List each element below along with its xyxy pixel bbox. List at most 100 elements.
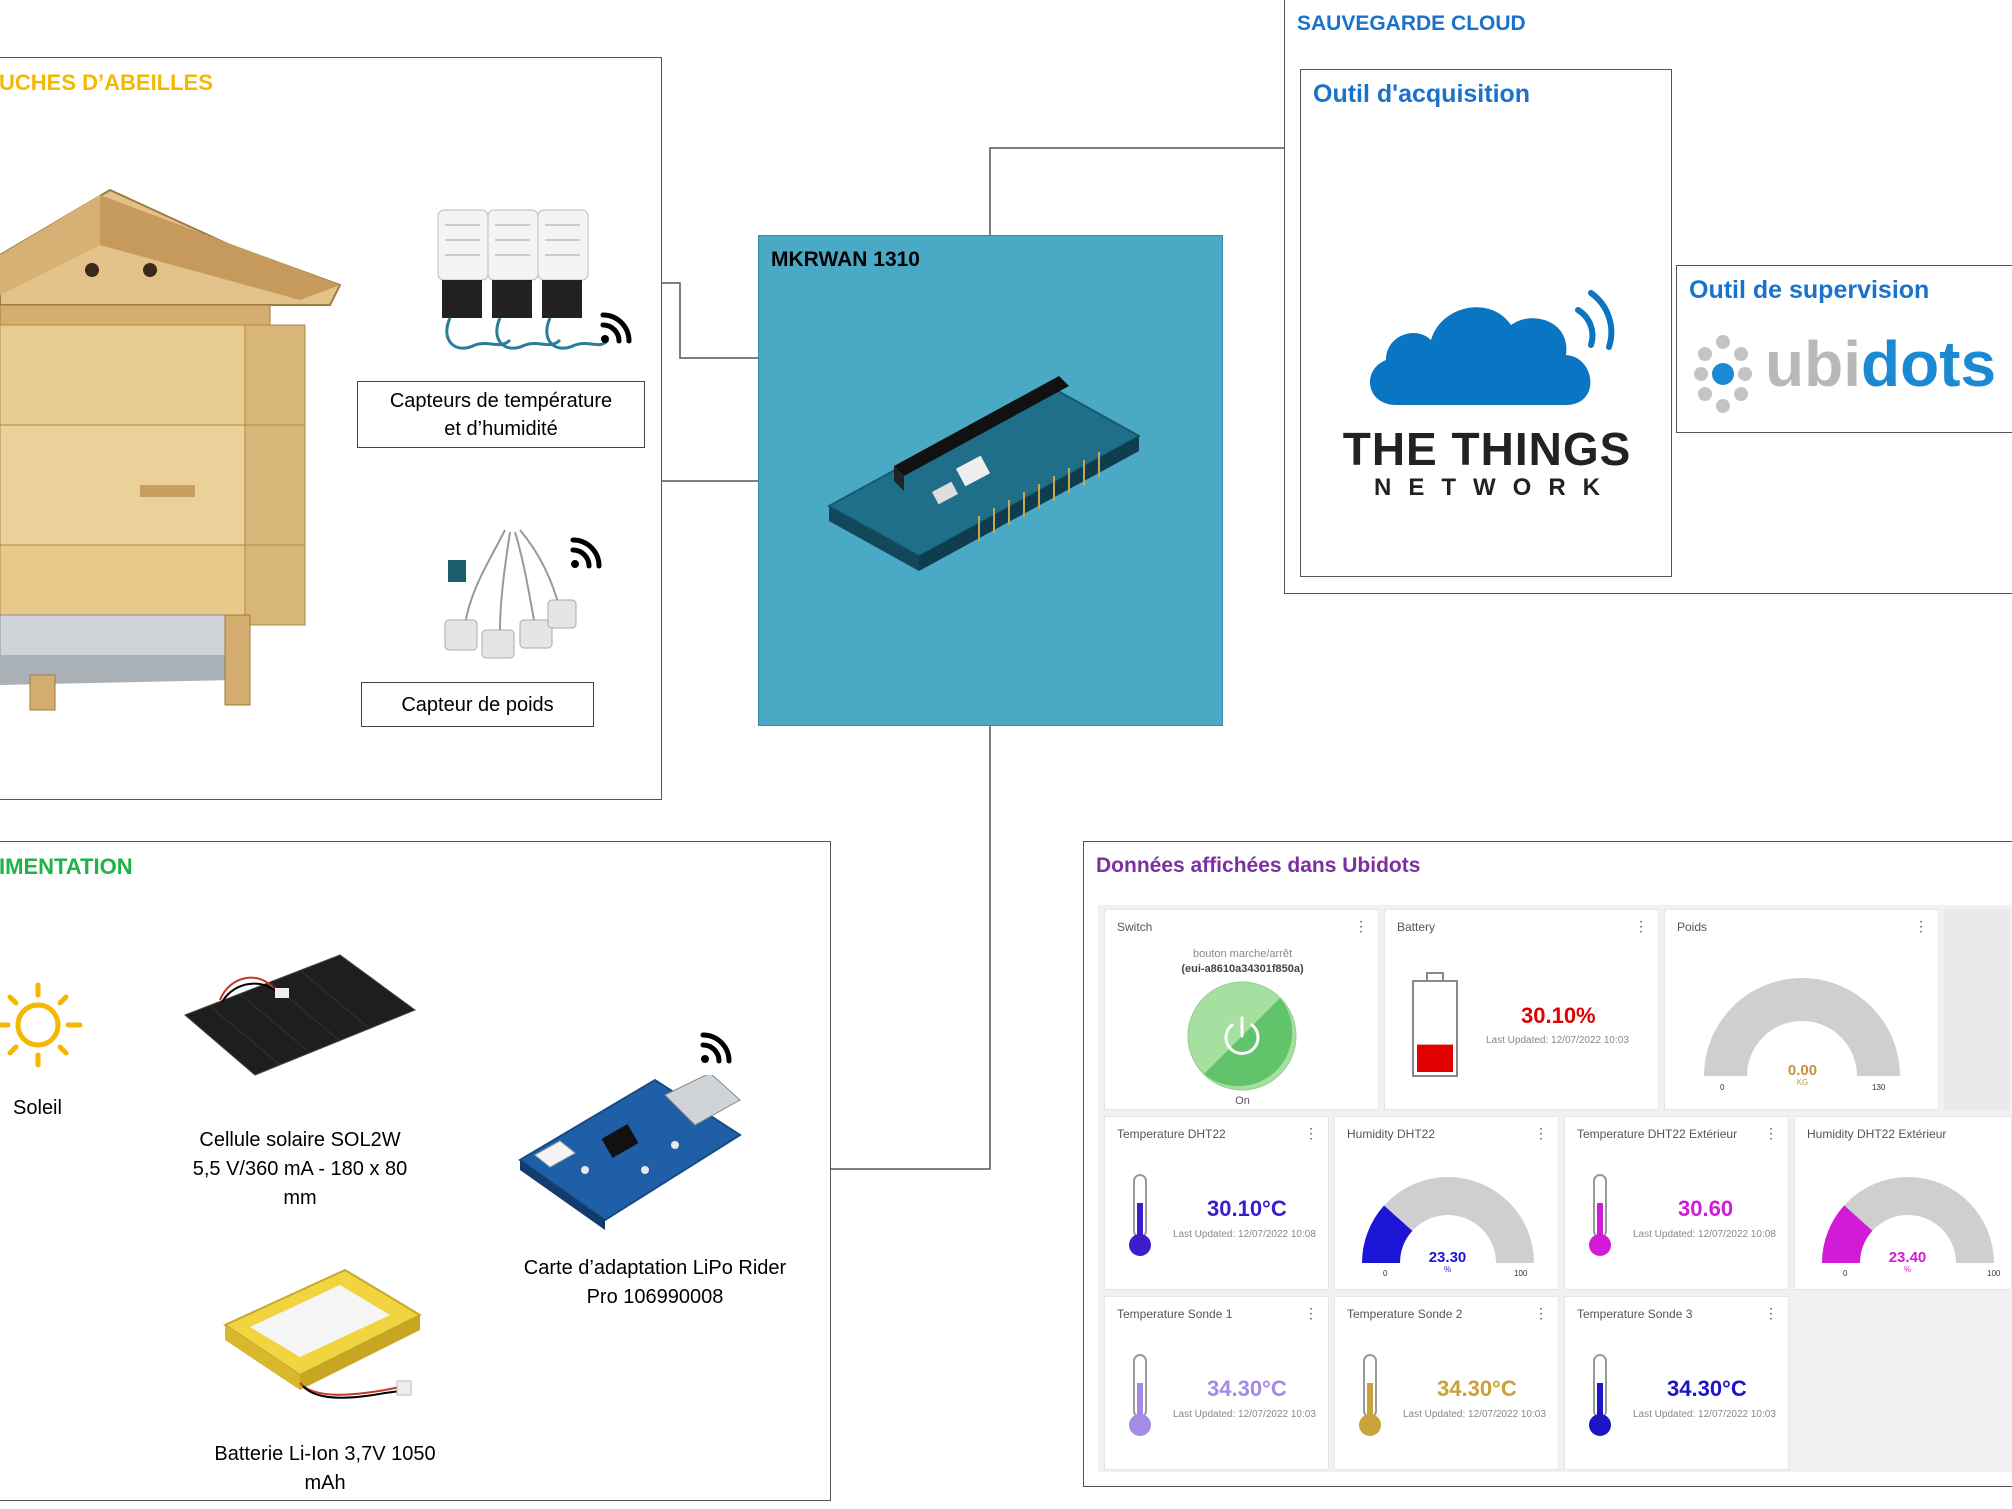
lipo-rider-caption-line1: Carte d’adaptation LiPo Rider [523, 1257, 787, 1279]
board-to-power-line [830, 725, 991, 1170]
solar-cell-image [184, 954, 417, 1076]
supervision-tool-box: Outil de supervision ubidots [1676, 265, 2012, 433]
ubidots-wordmark-dots: dots [1860, 328, 1997, 400]
sonde1-updated: Last Updated: 12/07/2022 10:03 [1173, 1409, 1316, 1420]
weight-sensor-caption-text: Capteur de poids [401, 693, 554, 716]
ttn-logo-line2: NETWORK [1374, 474, 1617, 501]
sun-icon [0, 982, 83, 1068]
temp-dht22-ext-updated: Last Updated: 12/07/2022 10:08 [1633, 1229, 1776, 1240]
supervision-tool-title: Outil de supervision [1689, 276, 1930, 304]
battery-image [222, 1268, 423, 1399]
solar-cell-caption-line1: Cellule solaire SOL2W [199, 1129, 401, 1151]
weight-sensor-image [444, 529, 577, 659]
hum-dht22-unit: % [1443, 1265, 1452, 1274]
sonde3-widget: Temperature Sonde 3 ⋮ 34.30°C Last Updat… [1564, 1296, 1789, 1470]
hum-dht22-menu-icon[interactable]: ⋮ [1534, 1125, 1548, 1141]
hum-dht22-min: 0 [1383, 1269, 1388, 1278]
temp-sensor-caption: Capteurs de température et d’humidité [357, 381, 645, 448]
acquisition-tool-title: Outil d'acquisition [1313, 80, 1531, 108]
thermometer-icon [1129, 1354, 1151, 1436]
hum-dht22-ext-gauge [1822, 1177, 1994, 1263]
switch-widget-menu-icon[interactable]: ⋮ [1354, 918, 1368, 934]
dashboard-grid: Switch ⋮ bouton marche/arrêt (eui-a8610a… [1098, 905, 2012, 1472]
temp-sensor-caption-line1: Capteurs de température [389, 389, 613, 412]
lipo-rider-caption-line2: Pro 106990008 [586, 1286, 724, 1308]
weight-widget: Poids ⋮ 0.00 KG 0 130 [1664, 909, 1939, 1110]
sonde2-menu-icon[interactable]: ⋮ [1534, 1305, 1548, 1321]
temp-dht22-updated: Last Updated: 12/07/2022 10:08 [1173, 1229, 1316, 1240]
battery-widget-updated: Last Updated: 12/07/2022 10:03 [1486, 1035, 1629, 1046]
temp-dht22-value: 30.10°C [1207, 1196, 1287, 1221]
weight-widget-max: 130 [1872, 1083, 1886, 1092]
battery-caption: Batterie Li-Ion 3,7V 1050 mAh [180, 1440, 470, 1498]
sonde3-menu-icon[interactable]: ⋮ [1764, 1305, 1778, 1321]
sun-caption: Soleil [13, 1097, 62, 1119]
mkrwan-board-title: MKRWAN 1310 [771, 248, 920, 271]
acquisition-tool-box: Outil d'acquisition THE THINGS NETWORK [1300, 69, 1672, 577]
hum-dht22-gauge [1362, 1177, 1534, 1263]
sonde2-updated: Last Updated: 12/07/2022 10:03 [1403, 1409, 1546, 1420]
switch-widget-device: (eui-a8610a34301f850a) [1181, 963, 1304, 975]
beehive-image [0, 188, 342, 711]
sonde1-menu-icon[interactable]: ⋮ [1304, 1305, 1318, 1321]
temp-dht22-ext-widget: Temperature DHT22 Extérieur ⋮ 30.60 Last… [1564, 1116, 1789, 1290]
switch-widget-title: Switch [1117, 920, 1153, 934]
sonde3-updated: Last Updated: 12/07/2022 10:03 [1633, 1409, 1776, 1420]
sonde1-widget: Temperature Sonde 1 ⋮ 34.30°C Last Updat… [1104, 1296, 1329, 1470]
solar-cell-caption: Cellule solaire SOL2W 5,5 V/360 mA - 180… [150, 1126, 450, 1213]
hum-dht22-ext-widget: Humidity DHT22 Extérieur 23.40 % 0 100 [1794, 1116, 2012, 1290]
sonde2-widget: Temperature Sonde 2 ⋮ 34.30°C Last Updat… [1334, 1296, 1559, 1470]
temp-wifi-icon [600, 312, 632, 344]
weight-sensor-caption: Capteur de poids [361, 682, 594, 727]
solar-cell-caption-line3: mm [283, 1187, 317, 1209]
mkrwan-board-panel: MKRWAN 1310 [758, 235, 1223, 726]
weight-widget-title: Poids [1677, 920, 1708, 934]
ttn-logo-line1: THE THINGS [1342, 423, 1632, 475]
sonde3-title: Temperature Sonde 3 [1577, 1307, 1693, 1321]
weight-widget-value: 0.00 [1787, 1062, 1818, 1079]
hum-dht22-title: Humidity DHT22 [1347, 1127, 1436, 1141]
temp-dht22-menu-icon[interactable]: ⋮ [1304, 1125, 1318, 1141]
mkrwan-board-image [826, 376, 1142, 571]
sonde2-value: 34.30°C [1437, 1376, 1517, 1401]
hives-section-title: UCHES D’ABEILLES [0, 70, 213, 95]
temp-dht22-widget: Temperature DHT22 ⋮ 30.10°C Last Updated… [1104, 1116, 1329, 1290]
ttn-cloud-icon [1369, 290, 1615, 405]
hum-dht22-ext-min: 0 [1843, 1269, 1848, 1278]
temp-dht22-title: Temperature DHT22 [1117, 1127, 1226, 1141]
switch-widget: Switch ⋮ bouton marche/arrêt (eui-a8610a… [1104, 909, 1379, 1110]
sonde2-title: Temperature Sonde 2 [1347, 1307, 1463, 1321]
battery-widget-menu-icon[interactable]: ⋮ [1634, 918, 1648, 934]
ubidots-wordmark: ubidots [1765, 324, 1996, 404]
lipo-rider-caption: Carte d’adaptation LiPo Rider Pro 106990… [500, 1254, 810, 1312]
hum-dht22-ext-max: 100 [1987, 1269, 2001, 1278]
power-toggle-button[interactable] [1187, 981, 1297, 1091]
hum-dht22-ext-value: 23.40 [1888, 1249, 1927, 1266]
switch-widget-state: On [1235, 1095, 1250, 1107]
weight-widget-min: 0 [1720, 1083, 1725, 1092]
thermometer-icon [1359, 1354, 1381, 1436]
temp-sensor-caption-line2: et d’humidité [444, 417, 558, 440]
switch-widget-subtitle: bouton marche/arrêt [1192, 948, 1293, 960]
dashboard-section-title: Données affichées dans Ubidots [1096, 854, 1421, 877]
thermometer-icon [1589, 1174, 1611, 1256]
battery-level-icon [1412, 972, 1458, 1077]
battery-caption-line2: mAh [304, 1472, 346, 1494]
ubidots-wordmark-ubi: ubi [1765, 328, 1861, 400]
sonde1-value: 34.30°C [1207, 1376, 1287, 1401]
weight-widget-menu-icon[interactable]: ⋮ [1914, 918, 1928, 934]
weight-widget-unit: KG [1796, 1078, 1809, 1087]
battery-widget-value: 30.10% [1521, 1003, 1596, 1028]
sonde1-title: Temperature Sonde 1 [1117, 1307, 1233, 1321]
temp-dht22-ext-menu-icon[interactable]: ⋮ [1764, 1125, 1778, 1141]
power-section-title: IMENTATION [0, 854, 133, 879]
hum-dht22-ext-unit: % [1903, 1265, 1912, 1274]
ubidots-dots-icon [1694, 335, 1752, 413]
battery-caption-line1: Batterie Li-Ion 3,7V 1050 [214, 1443, 436, 1465]
hum-dht22-ext-title: Humidity DHT22 Extérieur [1807, 1127, 1947, 1141]
hum-dht22-max: 100 [1514, 1269, 1528, 1278]
battery-widget: Battery ⋮ 30.10% Last Updated: 12/07/202… [1384, 909, 1659, 1110]
sonde3-value: 34.30°C [1667, 1376, 1747, 1401]
power-section: IMENTATION [0, 841, 831, 1501]
battery-widget-title: Battery [1397, 920, 1436, 934]
